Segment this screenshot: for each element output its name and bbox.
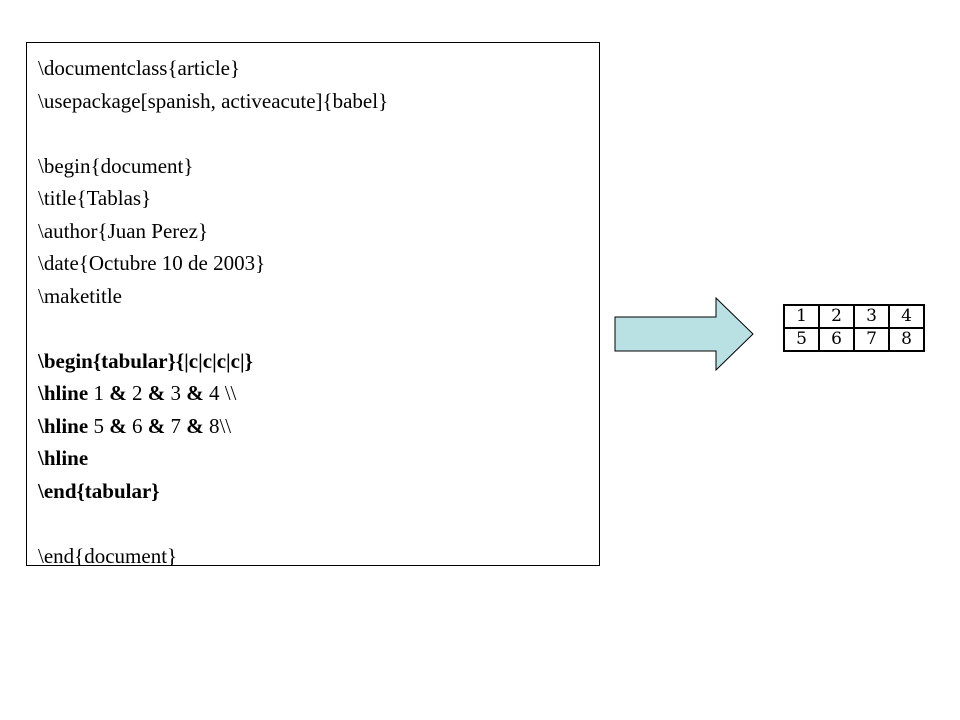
cell-value: 6	[126, 413, 148, 438]
code-line-blank	[38, 507, 599, 540]
ampersand: &	[109, 413, 127, 438]
ampersand: &	[186, 381, 204, 405]
hline-command: \hline	[38, 413, 89, 438]
table-cell: 8	[888, 327, 925, 352]
code-line-end-document: \end{document}	[38, 543, 178, 568]
code-line-date: \date{Octubre 10 de 2003}	[38, 251, 266, 275]
code-line-author: \author{Juan Perez}	[38, 218, 209, 243]
cell-value: 3	[165, 381, 187, 405]
right-arrow-icon	[614, 297, 754, 371]
code-line-blank	[38, 117, 599, 150]
code-line-maketitle: \maketitle	[38, 283, 122, 308]
table-cell: 7	[853, 327, 890, 352]
table-cell: 5	[783, 327, 820, 352]
cell-value: 4 \\	[203, 381, 237, 405]
table-cell: 3	[853, 304, 890, 329]
code-line-usepackage: \usepackage[spanish, activeacute]{babel}	[38, 88, 389, 113]
rendered-table: 1 2 3 4 5 6 7 8	[783, 304, 925, 352]
code-line-blank	[38, 312, 599, 345]
ampersand: &	[147, 381, 166, 405]
code-line-table-row-2: \hline 5 & 6 & 7 & 8\\	[38, 410, 599, 443]
code-line-documentclass: \documentclass{article}	[38, 56, 241, 80]
cell-value: 2	[126, 381, 148, 405]
code-line-begin-document: \begin{document}	[38, 153, 194, 178]
code-line-table-row-1: \hline 1 & 2 & 3 & 4 \\	[38, 377, 599, 410]
hline-command: \hline	[38, 381, 89, 405]
table-row: 1 2 3 4	[783, 304, 925, 329]
ampersand: &	[147, 413, 166, 438]
table-cell: 1	[783, 304, 820, 329]
cell-value: 7	[165, 413, 187, 438]
code-line-hline: \hline	[38, 446, 89, 470]
code-line-end-tabular: \end{tabular}	[38, 478, 160, 503]
table-cell: 4	[888, 304, 925, 329]
cell-value: 8\\	[203, 413, 232, 438]
table-row: 5 6 7 8	[783, 327, 925, 352]
code-line-title: \title{Tablas}	[38, 186, 152, 210]
ampersand: &	[186, 413, 204, 438]
ampersand: &	[109, 381, 127, 405]
latex-source-box: \documentclass{article} \usepackage[span…	[26, 42, 600, 568]
cell-value: 5	[88, 413, 110, 438]
arrow-shape	[614, 297, 754, 371]
code-line-begin-tabular: \begin{tabular}{|c|c|c|c|}	[38, 348, 253, 373]
cell-value: 1	[88, 381, 110, 405]
table-cell: 6	[818, 327, 855, 352]
table-cell: 2	[818, 304, 855, 329]
